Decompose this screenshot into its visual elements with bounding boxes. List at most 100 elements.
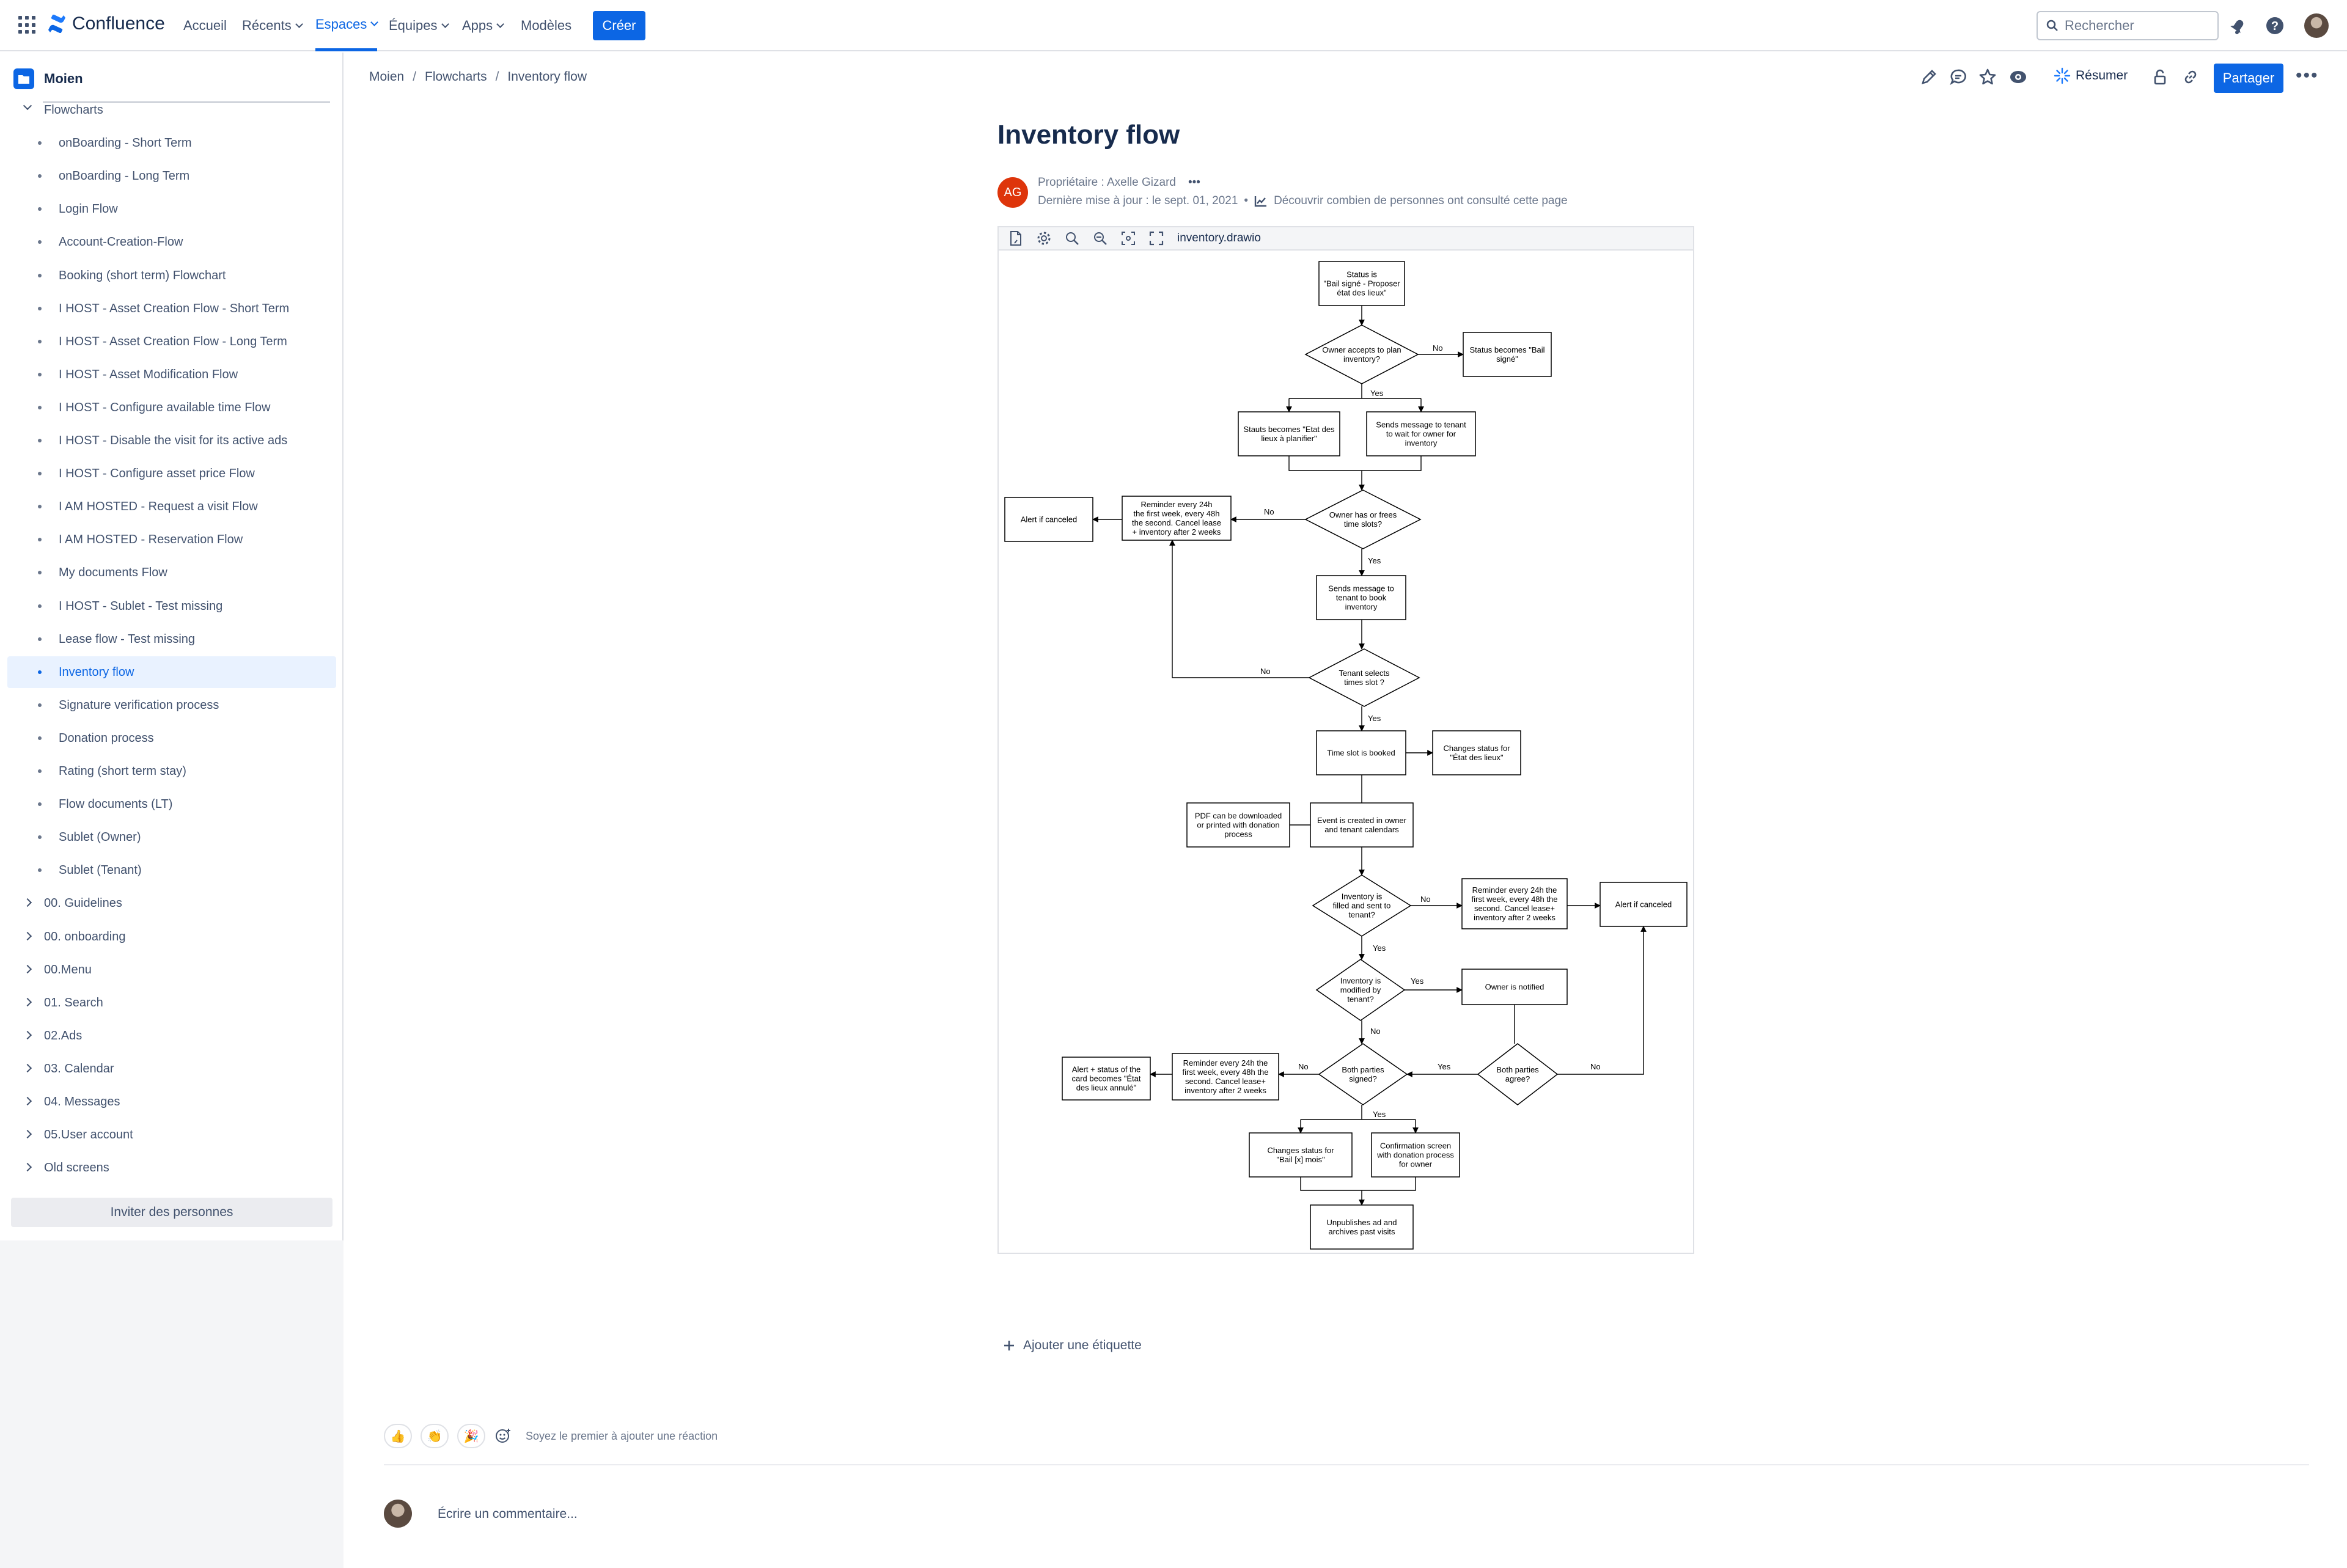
sidebar-item-section[interactable]: Old screens <box>7 1152 336 1184</box>
copy-link-icon[interactable] <box>2181 67 2200 87</box>
flow-node-n14[interactable]: Owner is notified <box>1461 969 1568 1005</box>
nav-equipes[interactable]: Équipes <box>389 0 449 51</box>
share-button[interactable]: Partager <box>2214 64 2283 93</box>
help-icon[interactable]: ? <box>2264 15 2286 37</box>
sidebar-item-page[interactable]: Signature verification process <box>7 689 336 721</box>
flow-node-n9[interactable]: Changes status for"État des lieux" <box>1432 730 1521 775</box>
sidebar-item-section[interactable]: 02.Ads <box>7 1020 336 1052</box>
chevron-right-icon[interactable] <box>23 1096 32 1106</box>
invite-people-button[interactable]: Inviter des personnes <box>11 1198 332 1227</box>
fullscreen-icon[interactable] <box>1147 230 1166 247</box>
sidebar-item-page[interactable]: I HOST - Configure available time Flow <box>7 392 336 423</box>
zoom-in-icon[interactable] <box>1062 230 1082 247</box>
sidebar-item-page[interactable]: Flow documents (LT) <box>7 788 336 820</box>
star-icon[interactable] <box>1978 67 1997 87</box>
flow-node-n8[interactable]: Time slot is booked <box>1316 730 1406 775</box>
space-header[interactable]: Moien <box>13 68 83 89</box>
watch-icon[interactable] <box>2008 67 2028 87</box>
chevron-right-icon[interactable] <box>23 898 32 907</box>
app-switcher-grid-icon[interactable] <box>18 16 37 34</box>
chevron-right-icon[interactable] <box>23 1063 32 1073</box>
reaction-thumbs-up[interactable]: 👍 <box>384 1424 412 1448</box>
owner-text[interactable]: Propriétaire : Axelle Gizard <box>1038 176 1176 189</box>
sidebar-item-page[interactable]: onBoarding - Long Term <box>7 160 336 192</box>
summarize-button[interactable]: Résumer <box>2054 67 2128 84</box>
settings-gear-icon[interactable] <box>1034 230 1054 247</box>
page-analytics-link[interactable]: Découvrir combien de personnes ont consu… <box>1274 194 1568 207</box>
nav-espaces[interactable]: Espaces <box>315 0 379 51</box>
reaction-clap[interactable]: 👏 <box>421 1424 449 1448</box>
breadcrumb-parent[interactable]: Flowcharts <box>425 70 487 84</box>
add-reaction-icon[interactable] <box>494 1427 512 1445</box>
sidebar-item-page[interactable]: I HOST - Sublet - Test missing <box>7 590 336 622</box>
zoom-out-icon[interactable] <box>1090 230 1110 247</box>
user-avatar[interactable] <box>2304 13 2329 38</box>
chevron-right-icon[interactable] <box>23 931 32 941</box>
sidebar-item-page[interactable]: I HOST - Disable the visit for its activ… <box>7 425 336 456</box>
edit-icon[interactable] <box>1919 67 1939 87</box>
nav-apps[interactable]: Apps <box>462 0 505 51</box>
sidebar-item-page[interactable]: Sublet (Owner) <box>7 821 336 853</box>
flow-node-n17[interactable]: Changes status for"Bail [x] mois" <box>1249 1132 1353 1178</box>
sidebar-item-section[interactable]: 00. Guidelines <box>7 887 336 919</box>
sidebar-item-flowcharts[interactable]: Flowcharts <box>7 94 336 126</box>
chevron-right-icon[interactable] <box>23 964 32 974</box>
sidebar-item-page[interactable]: Sublet (Tenant) <box>7 854 336 886</box>
sidebar-item-page[interactable]: onBoarding - Short Term <box>7 127 336 159</box>
sidebar-item-page[interactable]: I AM HOSTED - Reservation Flow <box>7 524 336 555</box>
nav-recents[interactable]: Récents <box>242 0 303 51</box>
owner-avatar[interactable]: AG <box>997 177 1028 208</box>
notifications-icon[interactable] <box>2227 15 2249 37</box>
chevron-right-icon[interactable] <box>23 997 32 1007</box>
chevron-right-icon[interactable] <box>23 1162 32 1172</box>
sidebar-item-page[interactable]: Lease flow - Test missing <box>7 623 336 655</box>
open-file-icon[interactable] <box>1006 230 1026 247</box>
reaction-party[interactable]: 🎉 <box>457 1424 485 1448</box>
create-button[interactable]: Créer <box>593 11 645 40</box>
more-actions-icon[interactable]: ••• <box>2296 65 2319 86</box>
flow-node-n13[interactable]: Alert if canceled <box>1600 882 1688 927</box>
breadcrumb-space[interactable]: Moien <box>369 70 405 84</box>
chevron-right-icon[interactable] <box>23 1129 32 1139</box>
sidebar-item-page[interactable]: I AM HOSTED - Request a visit Flow <box>7 491 336 522</box>
owner-more-icon[interactable]: ••• <box>1188 176 1200 189</box>
sidebar-item-page[interactable]: I HOST - Asset Creation Flow - Short Ter… <box>7 293 336 324</box>
flow-node-n6[interactable]: Alert if canceled <box>1004 497 1093 542</box>
sidebar-item-section[interactable]: 03. Calendar <box>7 1053 336 1085</box>
sidebar-item-page[interactable]: My documents Flow <box>7 557 336 588</box>
add-label-button[interactable]: Ajouter une étiquette <box>1002 1338 1142 1353</box>
nav-modeles[interactable]: Modèles <box>521 0 571 51</box>
sidebar-item-page[interactable]: I HOST - Configure asset price Flow <box>7 458 336 489</box>
sidebar-item-page[interactable]: I HOST - Asset Modification Flow <box>7 359 336 390</box>
sidebar-item-section[interactable]: 00. onboarding <box>7 921 336 953</box>
sidebar-item-page[interactable]: Login Flow <box>7 193 336 225</box>
fit-window-icon[interactable] <box>1118 230 1138 247</box>
breadcrumb-current[interactable]: Inventory flow <box>507 70 587 84</box>
sidebar-item-page[interactable]: Donation process <box>7 722 336 754</box>
sidebar-item-section[interactable]: 00.Menu <box>7 954 336 986</box>
nav-accueil[interactable]: Accueil <box>183 0 227 51</box>
sidebar-item-section[interactable]: 04. Messages <box>7 1086 336 1118</box>
sidebar-item-section[interactable]: 01. Search <box>7 987 336 1019</box>
sidebar-item-page[interactable]: Inventory flow <box>7 656 336 688</box>
chevron-down-icon[interactable] <box>23 101 32 111</box>
sidebar-item-page[interactable]: Account-Creation-Flow <box>7 226 336 258</box>
